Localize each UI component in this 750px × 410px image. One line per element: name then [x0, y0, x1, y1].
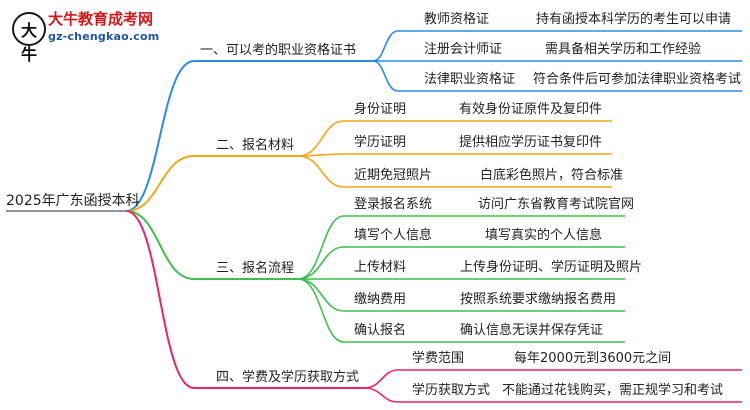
connector-b2-item-3 [297, 155, 345, 188]
b1-item-3-value: 符合条件后可参加法律职业资格考试 [533, 72, 742, 87]
site-logo: 大牛 大牛教育成考网 gz-chengkao.com [4, 6, 174, 64]
b2-item-3-key: 近期免冠照片 [354, 168, 433, 183]
b1-item-1-value: 持有函授本科学历的考生可以申请 [536, 12, 732, 27]
branch-2-label: 二、报名材料 [216, 138, 295, 153]
b1-item-2-value: 需具备相关学历和工作经验 [545, 42, 702, 57]
root-topic: 2025年广东函授本科 [6, 193, 140, 209]
b3-item-4-value: 按照系统要求缴纳报名费用 [460, 292, 617, 307]
b4-item-2-key: 学历获取方式 [412, 383, 491, 398]
b2-item-3-value: 白底彩色照片，符合标准 [480, 168, 624, 183]
b1-item-3-key: 法律职业资格证 [424, 72, 516, 87]
b3-item-2-key: 填写个人信息 [354, 228, 433, 243]
connector-b3-item-2 [297, 246, 345, 280]
b3-item-5-value: 确认信息无误并保存凭证 [460, 323, 604, 338]
branch-1-label: 一、可以考的职业资格证书 [200, 43, 357, 58]
connector-branch-1 [125, 60, 195, 212]
b2-item-2-value: 提供相应学历证书复印件 [459, 135, 603, 150]
b3-item-1-value: 访问广东省教育考试院官网 [478, 197, 635, 212]
b3-item-5-key: 确认报名 [354, 323, 407, 338]
logo-glyph: 大牛 [20, 21, 37, 64]
branch-4-label: 四、学费及学历获取方式 [216, 370, 360, 385]
connector-b1-item-1 [372, 30, 399, 62]
b2-item-1-key: 身份证明 [354, 102, 407, 117]
logo-site-name: 大牛教育成考网 [48, 10, 154, 28]
connector-b4-item-1 [363, 369, 399, 389]
b4-item-1-value: 每年2000元到3600元之间 [514, 351, 672, 366]
b3-item-2-value: 填写真实的个人信息 [485, 228, 603, 243]
b2-item-1-value: 有效身份证原件及复印件 [459, 102, 603, 117]
b2-item-2-key: 学历证明 [354, 135, 407, 150]
b3-item-3-key: 上传材料 [354, 260, 407, 275]
connector-b3-item-1 [297, 215, 345, 280]
connector-branch-2 [125, 155, 195, 212]
b3-item-1-key: 登录报名系统 [354, 197, 433, 212]
b4-item-2-value: 不能通过花钱购买，需正规学习和考试 [502, 383, 724, 398]
bull-logo-icon: 大牛 [12, 12, 46, 64]
connector-branch-4 [125, 210, 195, 389]
b3-item-3-value: 上传身份证明、学历证明及照片 [460, 260, 643, 275]
b1-item-2-key: 注册会计师证 [424, 42, 503, 57]
connector-b3-item-5 [297, 278, 345, 343]
connector-b2-item-1 [297, 120, 345, 157]
connector-branch-3 [125, 210, 195, 280]
connector-b1-item-3 [372, 60, 399, 92]
b4-item-1-key: 学费范围 [412, 351, 465, 366]
b1-item-1-key: 教师资格证 [424, 12, 490, 27]
connector-b4-item-2 [363, 387, 399, 403]
connector-b3-item-4 [297, 278, 345, 312]
b3-item-4-key: 缴纳费用 [354, 292, 407, 307]
logo-url: gz-chengkao.com [48, 30, 160, 43]
branch-3-label: 三、报名流程 [216, 261, 295, 276]
